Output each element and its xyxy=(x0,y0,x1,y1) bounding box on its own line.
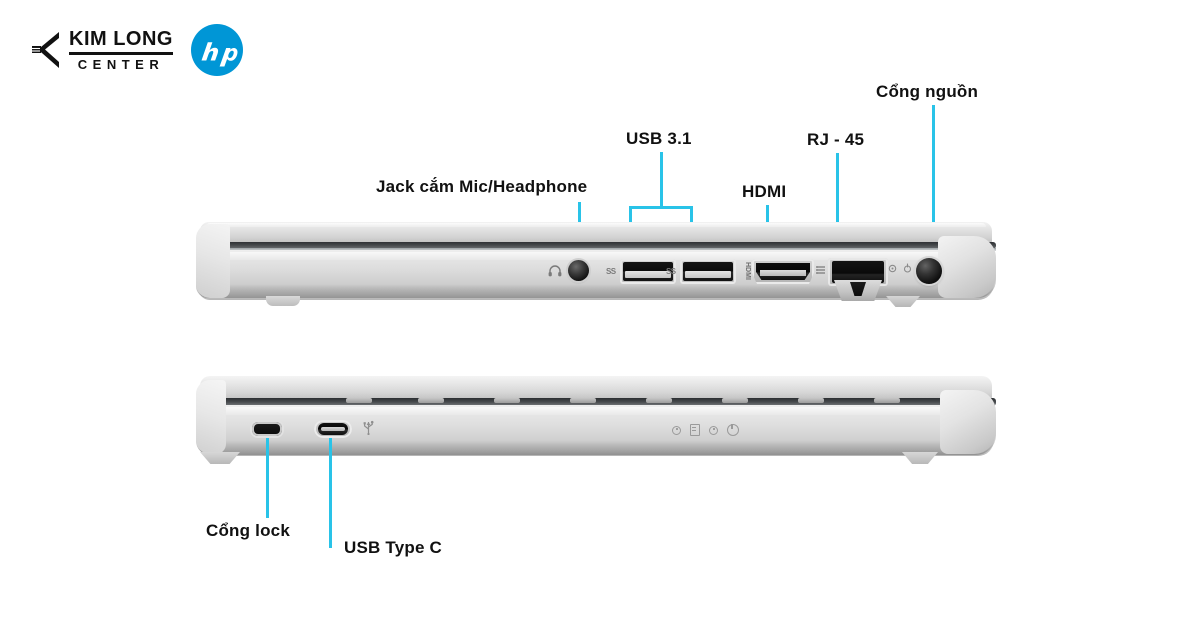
laptop-foot xyxy=(200,452,240,464)
hdmi-port[interactable] xyxy=(752,259,814,284)
laptop-foot xyxy=(886,296,920,307)
label-rj45: RJ - 45 xyxy=(807,130,865,149)
label-power-port: Cổng nguồn xyxy=(876,82,979,101)
kim-long-center-logo: KIM LONG CENTER xyxy=(28,29,173,71)
usb-a-port-2[interactable] xyxy=(680,259,736,284)
rj45-notch xyxy=(850,282,866,296)
label-mic-headphone: Jack cắm Mic/Headphone xyxy=(376,177,588,196)
laptop-base-shadow xyxy=(198,284,994,300)
laptop-right-corner xyxy=(938,236,996,298)
laptop-right-side-view: SS SS HDMI xyxy=(196,222,996,310)
usb-c-port[interactable] xyxy=(314,420,352,438)
leader-line-lock xyxy=(266,438,269,518)
leader-line-usb-type-c xyxy=(329,438,332,548)
laptop-left-corner xyxy=(196,224,230,298)
led-indicator-dot xyxy=(672,425,681,435)
laptop-left-side-view xyxy=(196,376,996,464)
leader-line-power xyxy=(932,105,935,267)
power-indicator-symbols xyxy=(888,263,912,273)
laptop-lid-edge xyxy=(200,376,992,400)
port-strip-right-side: SS SS HDMI xyxy=(196,250,996,301)
power-indicator-icon xyxy=(727,423,739,436)
brand-divider xyxy=(69,52,173,55)
headphone-jack-port[interactable] xyxy=(568,260,589,281)
usb-ss-marking-right: SS xyxy=(666,267,676,276)
battery-indicator-icon xyxy=(690,424,700,436)
leader-line-usb31-stem xyxy=(660,152,663,208)
laptop-seam-highlight xyxy=(196,248,996,251)
label-hdmi: HDMI xyxy=(742,182,787,201)
usb-ss-marking-left: SS xyxy=(606,267,616,276)
kim-long-center-wordmark: KIM LONG CENTER xyxy=(69,29,173,71)
vent-strip xyxy=(346,398,986,403)
led-indicator-dot xyxy=(709,425,718,435)
status-led-group xyxy=(672,423,739,436)
leader-line-rj45 xyxy=(836,153,839,268)
usb-a-tongue xyxy=(685,271,731,278)
laptop-lid-edge xyxy=(200,222,992,244)
usb-a-tongue xyxy=(625,271,671,278)
rj45-cavity xyxy=(832,261,884,283)
laptop-hinge-seam xyxy=(196,242,996,249)
laptop-hinge-seam xyxy=(196,398,996,406)
hdmi-text-marking: HDMI xyxy=(744,262,751,280)
power-jack-port[interactable] xyxy=(916,258,942,284)
laptop-base-shadow xyxy=(198,440,994,456)
laptop-foot xyxy=(902,452,938,464)
laptop-lid-highlight xyxy=(206,223,986,227)
brand-name-line-1: KIM LONG xyxy=(69,28,173,50)
leader-line-usb31-bracket xyxy=(629,206,693,209)
laptop-right-corner xyxy=(940,390,996,454)
label-usb-type-c: USB Type C xyxy=(344,538,443,557)
hdmi-tongue xyxy=(760,270,806,276)
chevron-mark-icon xyxy=(28,29,62,71)
usb-trident-symbol-icon xyxy=(362,418,375,440)
brand-name-line-2: CENTER xyxy=(77,57,165,72)
laptop-base-highlight xyxy=(202,252,986,260)
label-usb-31: USB 3.1 xyxy=(626,129,692,148)
lock-slot-port[interactable] xyxy=(252,422,282,436)
hp-logo-icon xyxy=(191,24,243,76)
usb-a-port-1[interactable] xyxy=(620,259,676,284)
label-lock-port: Cổng lock xyxy=(206,521,290,540)
laptop-base-highlight xyxy=(202,407,986,415)
ethernet-rj45-port[interactable] xyxy=(828,258,888,302)
network-symbol-icon xyxy=(816,264,826,282)
laptop-left-corner xyxy=(196,380,226,454)
headphone-symbol-icon xyxy=(548,264,562,282)
usb-c-tongue xyxy=(321,427,345,431)
branding-bar: KIM LONG CENTER xyxy=(28,24,243,76)
laptop-foot xyxy=(266,296,300,306)
